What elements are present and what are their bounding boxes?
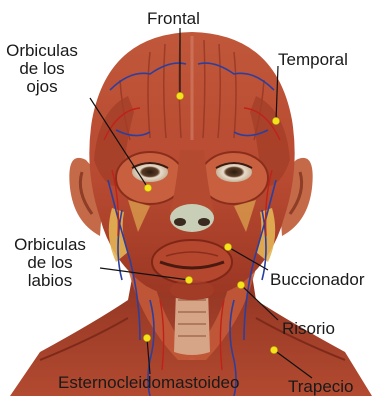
label-esternocleidomastoideo: Esternocleidomastoideo	[58, 374, 239, 392]
label-orbiculas-ojos-line3: ojos	[6, 78, 78, 96]
label-orbiculas-ojos-line1: Orbiculas	[6, 42, 78, 60]
label-orbiculas-ojos: Orbiculas de los ojos	[6, 42, 78, 96]
label-buccionador: Buccionador	[270, 271, 365, 289]
label-temporal: Temporal	[278, 51, 348, 69]
label-trapecio: Trapecio	[288, 378, 354, 396]
label-orbiculas-labios-line2: de los	[10, 254, 90, 272]
label-orbiculas-labios-line3: labios	[10, 272, 90, 290]
label-orbiculas-labios-line1: Orbiculas	[10, 236, 90, 254]
label-risorio: Risorio	[282, 320, 335, 338]
label-frontal: Frontal	[147, 10, 200, 28]
label-orbiculas-labios: Orbiculas de los labios	[10, 236, 90, 290]
label-orbiculas-ojos-line2: de los	[6, 60, 78, 78]
mouth	[152, 240, 232, 284]
